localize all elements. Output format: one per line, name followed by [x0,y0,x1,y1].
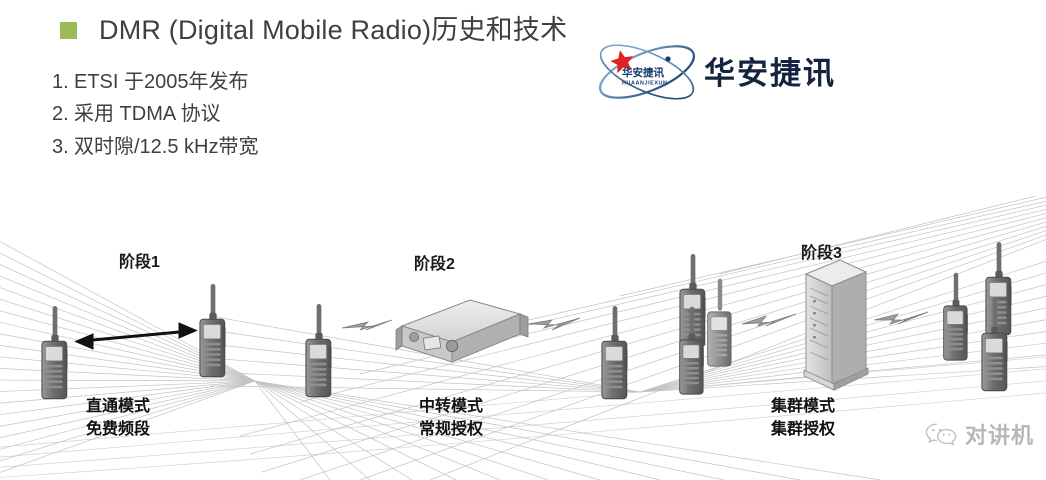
list-item-number: 2. [52,103,69,126]
stage1-label: 阶段1 [119,254,160,271]
server-cabinet-icon [803,259,869,391]
stage3-group [679,242,1013,395]
handheld-radio-icon [199,284,227,378]
watermark-text: 对讲机 [964,423,1034,448]
handheld-radio-icon [707,278,732,367]
repeater-box-icon [395,299,529,363]
double-arrow-icon [74,322,198,350]
stage3-label: 阶段3 [801,245,842,262]
stage1-mode-line2: 免费频段 [86,420,151,438]
stage1-group [41,284,227,400]
stage3-mode-line1: 集群模式 [771,398,836,415]
company-logo: 华安捷讯 HUAANJIEXUN 华安捷讯 [592,38,842,108]
background-ray-pattern [0,196,1046,480]
lightning-bolt-icon [527,317,581,331]
lightning-bolt-icon [341,319,393,331]
handheld-radio-icon [985,242,1013,336]
stage2-mode-label: 中转模式 常规授权 [419,396,483,441]
wechat-icon [925,423,957,446]
stage3-mode-line2: 集群授权 [771,420,836,438]
list-item-number: 1. [52,71,69,93]
list-item-text: 双时隙/12.5 kHz带宽 [74,135,259,158]
lightning-bolt-icon [741,313,797,327]
lightning-bolt-icon [873,311,929,325]
page-title: DMR (Digital Mobile Radio)历史和技术 [99,15,568,45]
logo-star-icon [610,50,634,74]
stage2-label: 阶段2 [414,256,455,273]
list-item: 2.采用 TDMA 协议 [52,98,258,130]
list-item-text: 采用 TDMA 协议 [74,103,221,126]
list-item-text: ETSI 于2005年发布 [74,71,249,93]
feature-list: 1.ETSI 于2005年发布 2.采用 TDMA 协议 3.双时隙/12.5 … [52,66,258,163]
logo-mark-cn: 华安捷讯 [622,66,664,79]
stage3-mode-label: 集群模式 集群授权 [771,396,835,441]
slide-title-row: DMR (Digital Mobile Radio)历史和技术 [60,8,567,47]
stage2-mode-line2: 常规授权 [419,420,484,438]
handheld-radio-icon [943,272,969,361]
wechat-watermark: 对讲机 [924,418,1034,450]
logo-wordmark: 华安捷讯 [704,56,836,91]
list-item: 3.双时隙/12.5 kHz带宽 [52,131,258,163]
list-item: 1.ETSI 于2005年发布 [52,66,258,98]
stage2-group [305,299,629,400]
stage1-mode-line1: 直通模式 [86,398,151,415]
logo-mark-pinyin: HUAANJIEXUN [622,81,668,87]
logo-orbit-icon [598,44,696,100]
bullet-square-icon [60,22,77,39]
dmr-evolution-diagram: 阶段1 阶段2 阶段3 直通模式 免费频段 中转模式 常规授权 集群模式 集群授… [0,196,1046,480]
stage2-mode-line1: 中转模式 [419,398,484,415]
handheld-radio-icon [305,304,333,398]
list-item-number: 3. [52,135,69,158]
stage1-mode-label: 直通模式 免费频段 [86,396,150,441]
